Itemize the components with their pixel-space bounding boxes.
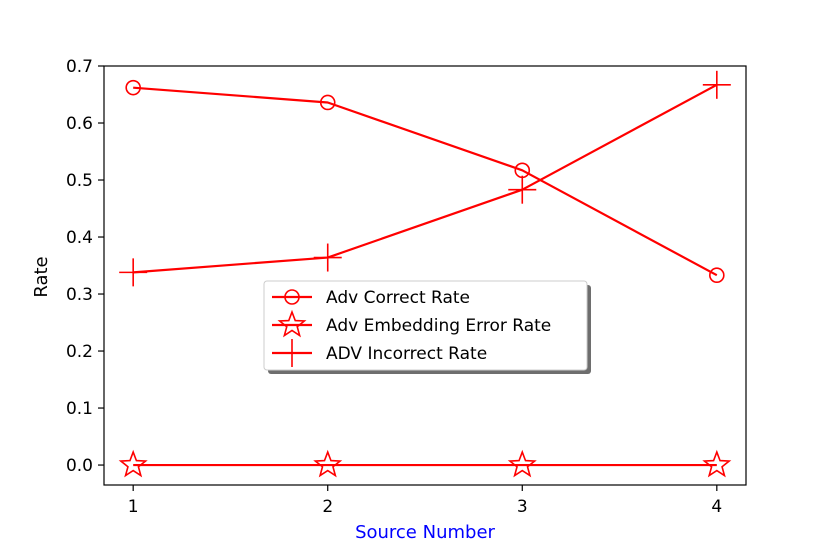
plot-area-frame: [103, 65, 747, 486]
y-tick-label: 0.7: [66, 57, 93, 77]
circle-marker: [125, 79, 141, 96]
legend-item: ADV Incorrect Rate: [272, 339, 487, 367]
plus-marker: [278, 339, 306, 367]
y-tick-label: 0.6: [66, 114, 93, 134]
x-tick-label: 1: [128, 497, 139, 517]
x-axis: 1 2 3 4: [128, 485, 722, 517]
x-tick-label: 2: [322, 497, 333, 517]
star-marker: [702, 449, 732, 478]
y-tick-label: 0.3: [66, 285, 93, 305]
plus-marker: [313, 243, 342, 272]
legend-box: [263, 280, 588, 371]
circle-marker: [319, 94, 336, 111]
star-marker: [277, 309, 307, 338]
star-marker: [313, 449, 343, 478]
series-line: [133, 83, 718, 274]
star-marker: [118, 449, 148, 478]
legend-label: Adv Correct Rate: [326, 288, 470, 308]
plus-marker: [702, 70, 731, 99]
plus-marker: [508, 175, 537, 204]
x-axis-label: Source Number: [355, 522, 495, 543]
series-line: [133, 86, 718, 277]
circle-marker: [284, 289, 300, 305]
y-axis-label: Rate: [31, 256, 52, 297]
series-2: [118, 449, 732, 478]
plus-marker: [119, 258, 148, 287]
circle-marker: [709, 267, 725, 284]
series-3: [119, 70, 731, 287]
x-tick-label: 4: [711, 497, 722, 517]
star-marker: [507, 449, 537, 478]
legend-label: ADV Incorrect Rate: [326, 344, 487, 364]
legend-item: Adv Embedding Error Rate: [272, 309, 551, 338]
y-tick-label: 0.1: [66, 399, 93, 419]
series-layer: [118, 70, 732, 478]
series-1: [125, 79, 725, 284]
y-axis: 0.0 0.1 0.2 0.3 0.4 0.5 0.6 0.7: [66, 57, 104, 476]
y-tick-label: 0.5: [66, 171, 93, 191]
x-tick-label: 3: [517, 497, 528, 517]
legend-label: Adv Embedding Error Rate: [326, 316, 551, 336]
y-tick-label: 0.0: [66, 456, 93, 476]
y-tick-label: 0.4: [66, 228, 93, 248]
y-tick-label: 0.2: [66, 342, 93, 362]
legend-item: Adv Correct Rate: [272, 288, 470, 308]
